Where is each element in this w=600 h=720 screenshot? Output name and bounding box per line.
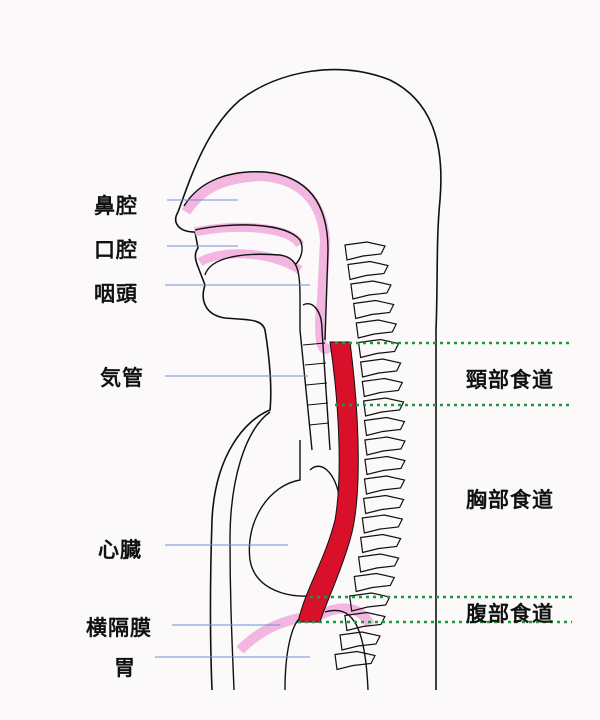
vertebra (364, 436, 406, 456)
label-oral-cavity: 口腔 (94, 238, 138, 262)
vertebra (361, 377, 404, 398)
chest-inner-line (229, 411, 271, 691)
vertebra (359, 533, 402, 554)
vertebra (349, 592, 391, 612)
vertebra (364, 455, 406, 476)
vertebra (359, 358, 402, 378)
label-diaphragm: 横隔膜 (86, 616, 152, 640)
label-nasal-cavity: 鼻腔 (94, 194, 138, 218)
vertebra (361, 514, 404, 534)
vertebra (357, 338, 400, 359)
leader-lines (155, 199, 310, 658)
vertebra (357, 553, 400, 573)
esophagus (297, 341, 359, 623)
nasal-cavity-mucosa (181, 170, 335, 354)
body-outline (177, 68, 442, 690)
vertebra (350, 280, 392, 300)
label-stomach: 胃 (114, 656, 136, 680)
vertebra (334, 650, 376, 671)
vertebra (353, 572, 396, 593)
vertebra (362, 397, 405, 417)
label-pharynx: 咽頭 (94, 282, 138, 306)
vertebra (353, 299, 395, 320)
vertebra (347, 260, 389, 281)
vertebra (339, 631, 381, 651)
face-front-outline (174, 211, 272, 691)
vertebra (363, 475, 406, 495)
label-thoracic-esophagus: 胸部食道 (466, 488, 554, 512)
label-abdominal-esophagus: 腹部食道 (466, 602, 554, 626)
label-cervical-esophagus: 頸部食道 (466, 368, 554, 392)
label-heart: 心臓 (98, 538, 142, 562)
label-trachea: 気管 (100, 366, 144, 390)
nasal-cavity-outline (183, 171, 329, 341)
trachea (299, 303, 331, 451)
vertebra (344, 241, 386, 261)
vertebra (363, 416, 406, 437)
spine (334, 241, 406, 671)
vertebra (355, 319, 398, 339)
vertebra (362, 494, 405, 515)
section-dividers (298, 341, 572, 624)
palate-mucosa (193, 222, 305, 274)
vertebra (344, 611, 386, 632)
